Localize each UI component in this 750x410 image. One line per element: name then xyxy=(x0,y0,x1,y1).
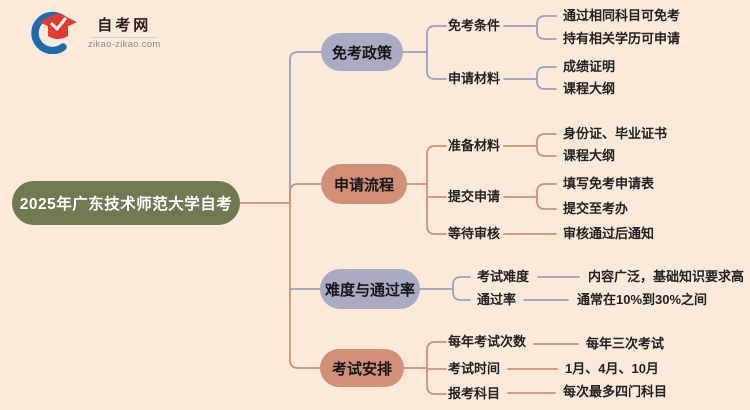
graduation-cap-icon xyxy=(31,11,77,54)
subnode-prepare-materials: 准备材料 xyxy=(448,138,501,153)
logo-divider xyxy=(91,37,158,38)
leaf-course-outline-1: 课程大纲 xyxy=(563,81,616,96)
site-logo: 自考网 zikao-zikao.com xyxy=(30,10,161,54)
leaf-related-degree-apply: 持有相关学历可申请 xyxy=(563,31,681,46)
leaf-broad-content-high-requirement: 内容广泛，基础知识要求高 xyxy=(588,269,745,284)
leaf-max-four-subjects: 每次最多四门科目 xyxy=(563,384,668,399)
leaf-exam-months: 1月、4月、10月 xyxy=(565,361,659,376)
leaf-pass-rate-range: 通常在10%到30%之间 xyxy=(577,292,708,307)
branch-node-exemption-policy: 免考政策 xyxy=(321,33,403,71)
leaf-grade-certificate: 成绩证明 xyxy=(563,59,616,74)
leaf-same-subject-exempt: 通过相同科目可免考 xyxy=(563,8,681,23)
subnode-exam-time: 考试时间 xyxy=(448,361,501,376)
leaf-fill-exemption-form: 填写免考申请表 xyxy=(563,176,655,191)
leaf-id-diploma: 身份证、毕业证书 xyxy=(563,126,668,141)
subnode-submit-application: 提交申请 xyxy=(448,189,501,204)
logo-title: 自考网 xyxy=(97,17,152,34)
subnode-exam-subjects: 报考科目 xyxy=(448,386,501,401)
logo-domain: zikao-zikao.com xyxy=(88,39,161,50)
branch-node-exam-schedule: 考试安排 xyxy=(320,349,404,387)
subnode-exams-per-year: 每年考试次数 xyxy=(448,334,527,349)
subnode-exemption-conditions: 免考条件 xyxy=(448,18,501,33)
subnode-application-materials: 申请材料 xyxy=(448,71,501,86)
branch-node-application-process: 申请流程 xyxy=(321,164,407,204)
subnode-pass-rate: 通过率 xyxy=(477,292,517,307)
leaf-notify-after-approval: 审核通过后通知 xyxy=(563,226,655,241)
leaf-three-exams-per-year: 每年三次考试 xyxy=(586,336,665,351)
branch-node-difficulty-pass-rate: 难度与通过率 xyxy=(320,269,420,309)
leaf-submit-to-exam-office: 提交至考办 xyxy=(563,201,629,216)
leaf-course-outline-2: 课程大纲 xyxy=(563,148,616,163)
root-node: 2025年广东技术师范大学自考 xyxy=(12,181,240,225)
subnode-exam-difficulty: 考试难度 xyxy=(477,269,530,284)
subnode-wait-review: 等待审核 xyxy=(448,226,501,241)
